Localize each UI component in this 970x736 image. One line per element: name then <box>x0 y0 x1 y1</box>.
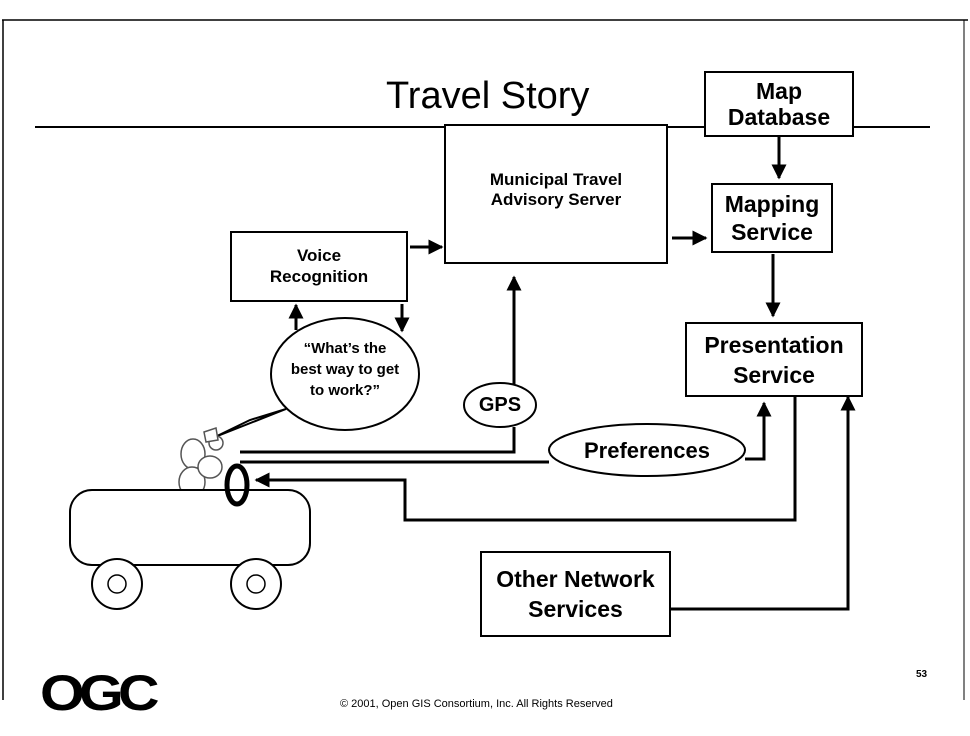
preferences-label: Preferences <box>584 438 710 463</box>
car-icon <box>69 463 311 610</box>
slide-title: Travel Story <box>386 75 590 117</box>
arrow-preferences-to-presentation <box>745 401 772 461</box>
page-number: 53 <box>916 669 928 680</box>
speech-bubble-text: “What’s the best way to get to work?” <box>290 340 400 399</box>
ogc-logo: OGC <box>40 665 159 721</box>
presentation-service-box: Presentation Service <box>685 322 863 397</box>
line-car-to-gps <box>240 427 516 454</box>
other-network-services-box: Other Network Services <box>480 551 671 637</box>
mapping-service-box: Mapping Service <box>711 183 833 253</box>
voice-recognition-box: Voice Recognition <box>230 231 408 302</box>
gps-label: GPS <box>478 394 522 416</box>
steering-wheel-icon <box>224 463 250 507</box>
preferences-ellipse <box>548 423 746 477</box>
gps-ellipse <box>463 382 537 428</box>
copyright-footer: © 2001, Open GIS Consortium, Inc. All Ri… <box>340 698 613 710</box>
arrow-presentation-to-car <box>254 397 797 522</box>
car-body <box>69 489 311 566</box>
speech-bubble <box>214 317 420 438</box>
arrow-other-to-presentation <box>671 395 856 611</box>
driver-figure-icon <box>178 427 224 498</box>
map-database-box: Map Database <box>704 71 854 137</box>
municipal-server-box: Municipal Travel Advisory Server <box>444 124 668 264</box>
